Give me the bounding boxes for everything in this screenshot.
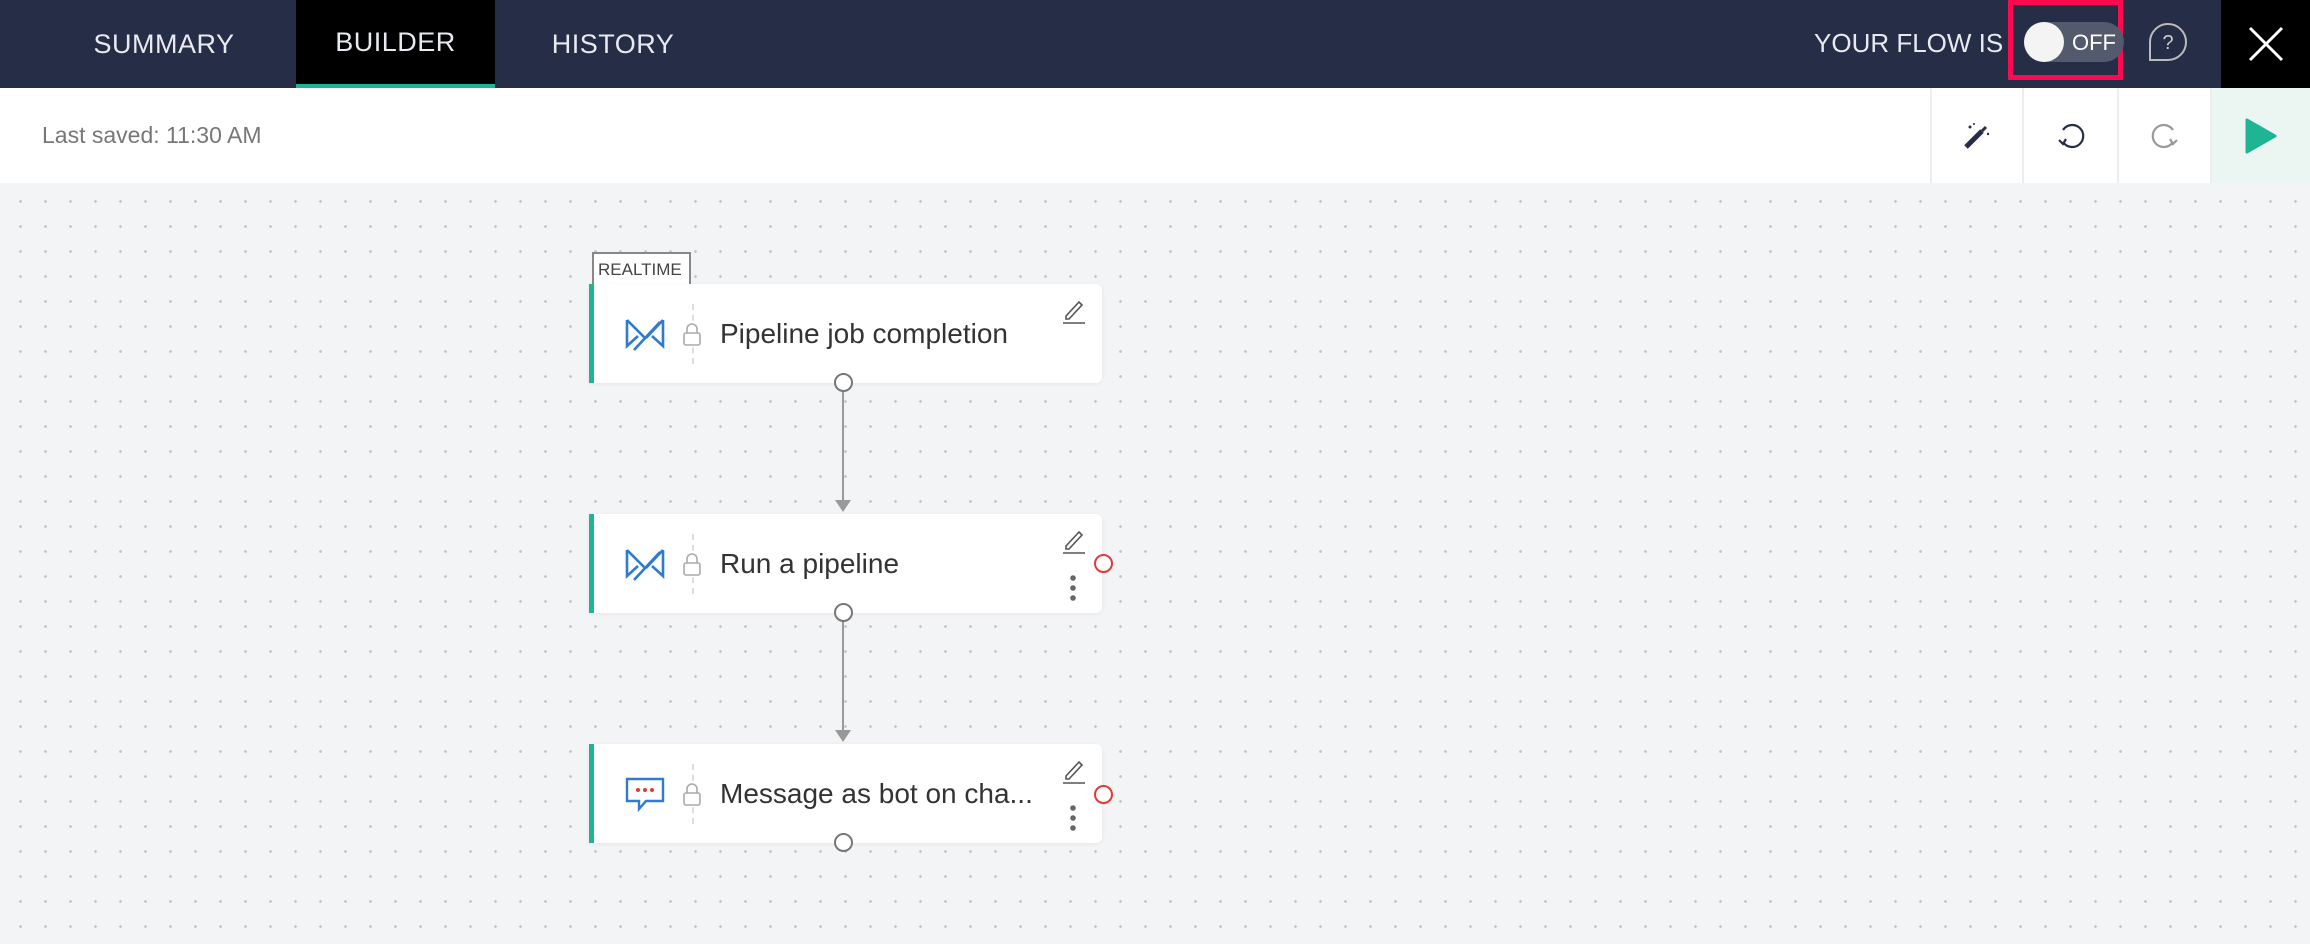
- svg-text:?: ?: [2162, 32, 2173, 54]
- magic-arrange-button[interactable]: [1930, 88, 2022, 183]
- more-options-icon[interactable]: [1068, 804, 1078, 832]
- lock-icon: [682, 782, 702, 806]
- flow-node-action[interactable]: Run a pipeline: [589, 514, 1102, 613]
- toggle-knob: [2024, 22, 2064, 62]
- help-icon[interactable]: ?: [2148, 22, 2188, 62]
- connector-line: [842, 390, 844, 502]
- connector-arrow: [835, 500, 851, 512]
- flow-toggle-highlight: OFF: [2008, 0, 2124, 80]
- magic-wand-icon: [1964, 122, 1990, 149]
- chat-message-icon: [625, 777, 665, 812]
- close-button[interactable]: [2221, 0, 2310, 88]
- connector-arrow: [835, 730, 851, 742]
- output-port[interactable]: [834, 833, 853, 852]
- top-nav: SUMMARY BUILDER HISTORY YOUR FLOW IS OFF…: [0, 0, 2310, 88]
- play-icon: [2245, 118, 2277, 153]
- node-title: Message as bot on cha...: [720, 778, 1033, 809]
- flow-toggle[interactable]: OFF: [2024, 22, 2124, 62]
- undo-button[interactable]: [2022, 88, 2117, 183]
- flow-node-trigger[interactable]: Pipeline job completion: [589, 284, 1102, 383]
- last-saved: Last saved: 11:30 AM: [42, 122, 262, 148]
- connector-line: [842, 620, 844, 732]
- edit-icon[interactable]: [1062, 758, 1086, 784]
- close-icon: [2248, 26, 2283, 62]
- tab-summary[interactable]: SUMMARY: [93, 28, 235, 59]
- output-port[interactable]: [834, 373, 853, 392]
- toolbar: Last saved: 11:30 AM: [0, 88, 2310, 183]
- pipeline-icon: [625, 549, 665, 581]
- undo-icon: [2057, 123, 2084, 148]
- lock-icon: [682, 552, 702, 576]
- lock-icon: [682, 322, 702, 346]
- trigger-type-tag: REALTIME: [592, 252, 691, 285]
- flow-status-label: YOUR FLOW IS: [1814, 28, 2004, 58]
- pipeline-icon: [625, 319, 665, 351]
- edit-icon[interactable]: [1062, 298, 1086, 324]
- edit-icon[interactable]: [1062, 528, 1086, 554]
- node-title: Run a pipeline: [720, 548, 900, 579]
- toggle-state: OFF: [2072, 30, 2116, 55]
- error-port[interactable]: [1094, 554, 1113, 573]
- flow-canvas[interactable]: [0, 183, 2310, 944]
- tab-history[interactable]: HISTORY: [551, 28, 675, 59]
- more-options-icon[interactable]: [1068, 574, 1078, 602]
- node-title: Pipeline job completion: [720, 318, 1008, 349]
- redo-icon: [2151, 123, 2178, 148]
- tab-builder[interactable]: BUILDER: [296, 0, 495, 88]
- redo-button[interactable]: [2117, 88, 2210, 183]
- flow-node-action[interactable]: Message as bot on cha...: [589, 744, 1102, 843]
- error-port[interactable]: [1094, 785, 1113, 804]
- run-button[interactable]: [2210, 88, 2310, 183]
- output-port[interactable]: [834, 603, 853, 622]
